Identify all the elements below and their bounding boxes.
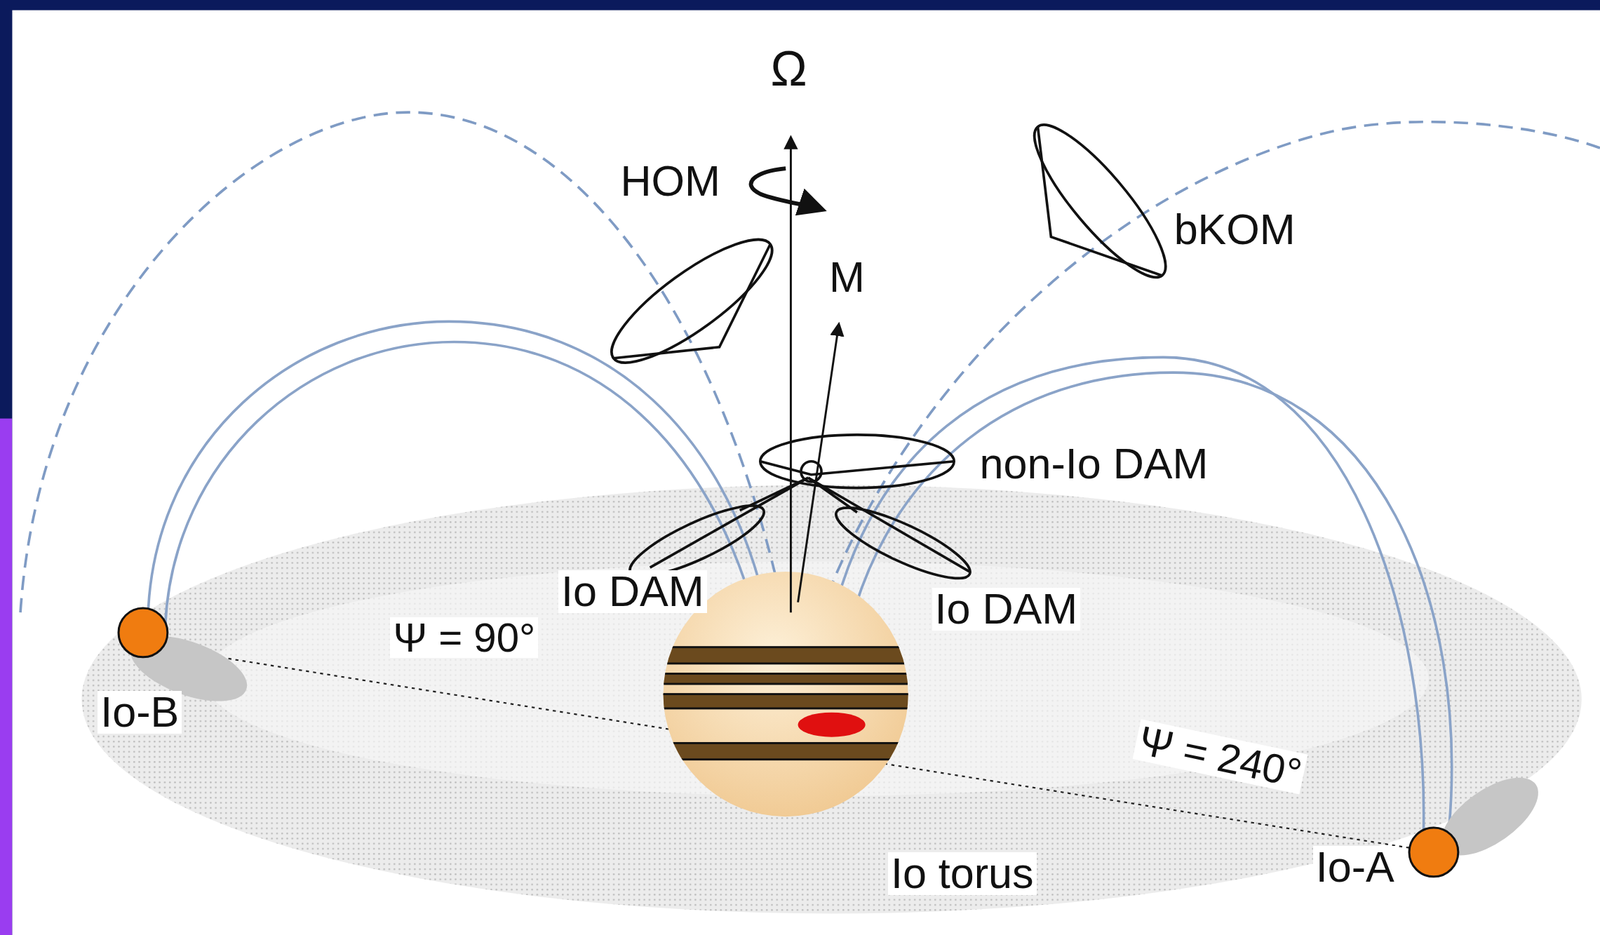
- io-dam-cone: [808, 477, 970, 572]
- moon-label: Io-A: [1313, 845, 1398, 889]
- io-dam-cone: [650, 477, 809, 568]
- moon-shape: [1407, 825, 1461, 879]
- emission-label: Io DAM: [932, 587, 1081, 631]
- emission-cones: [596, 109, 1183, 591]
- emission-label: bKOM: [1171, 208, 1299, 252]
- moon-disk: [1409, 827, 1459, 877]
- axis-label: Ω: [767, 44, 810, 94]
- io-dam-cone: [828, 495, 978, 591]
- moon-io: Io-A: [1407, 825, 1461, 879]
- emission-label: non-Io DAM: [977, 442, 1212, 486]
- axis-label: M: [826, 256, 868, 299]
- jupiter-band: [653, 673, 919, 684]
- non-io-dam-cone: [760, 434, 954, 489]
- hom-cone: [596, 220, 788, 381]
- angle-label: Ψ = 90°: [390, 617, 539, 658]
- emission-label: HOM: [617, 159, 724, 203]
- io-flux-tube: [836, 357, 1424, 835]
- io-flux-tube: [148, 321, 764, 618]
- hom-cone: [613, 244, 771, 359]
- outer-field-line: [20, 112, 781, 613]
- emission-label: Io DAM: [558, 570, 708, 614]
- great-red-spot: [798, 712, 866, 738]
- moon-io: Io-B: [116, 606, 170, 660]
- io-torus: [81, 484, 1582, 914]
- moon-label: Io-B: [97, 690, 182, 734]
- cone-apex: [801, 461, 822, 482]
- rotation-axis: [789, 137, 792, 613]
- region-label: Io torus: [888, 852, 1037, 896]
- moon-disk: [118, 608, 168, 658]
- frame-strip: [0, 418, 12, 935]
- magnetic-axis: [798, 324, 839, 603]
- jupiter-band: [653, 647, 919, 664]
- bkom-cone: [1017, 109, 1183, 292]
- jupiter-band: [653, 742, 919, 759]
- panel-background: [11, 10, 1600, 935]
- outer-field-line: [826, 122, 1600, 598]
- non-io-dam-cone: [760, 461, 954, 475]
- moon-shape: [116, 606, 170, 660]
- bkom-cone: [1037, 126, 1162, 275]
- io-flux-tube: [855, 372, 1452, 829]
- rotation-arrow: [751, 168, 823, 210]
- jupiter-band: [653, 694, 919, 709]
- io-flux-tube: [165, 342, 751, 625]
